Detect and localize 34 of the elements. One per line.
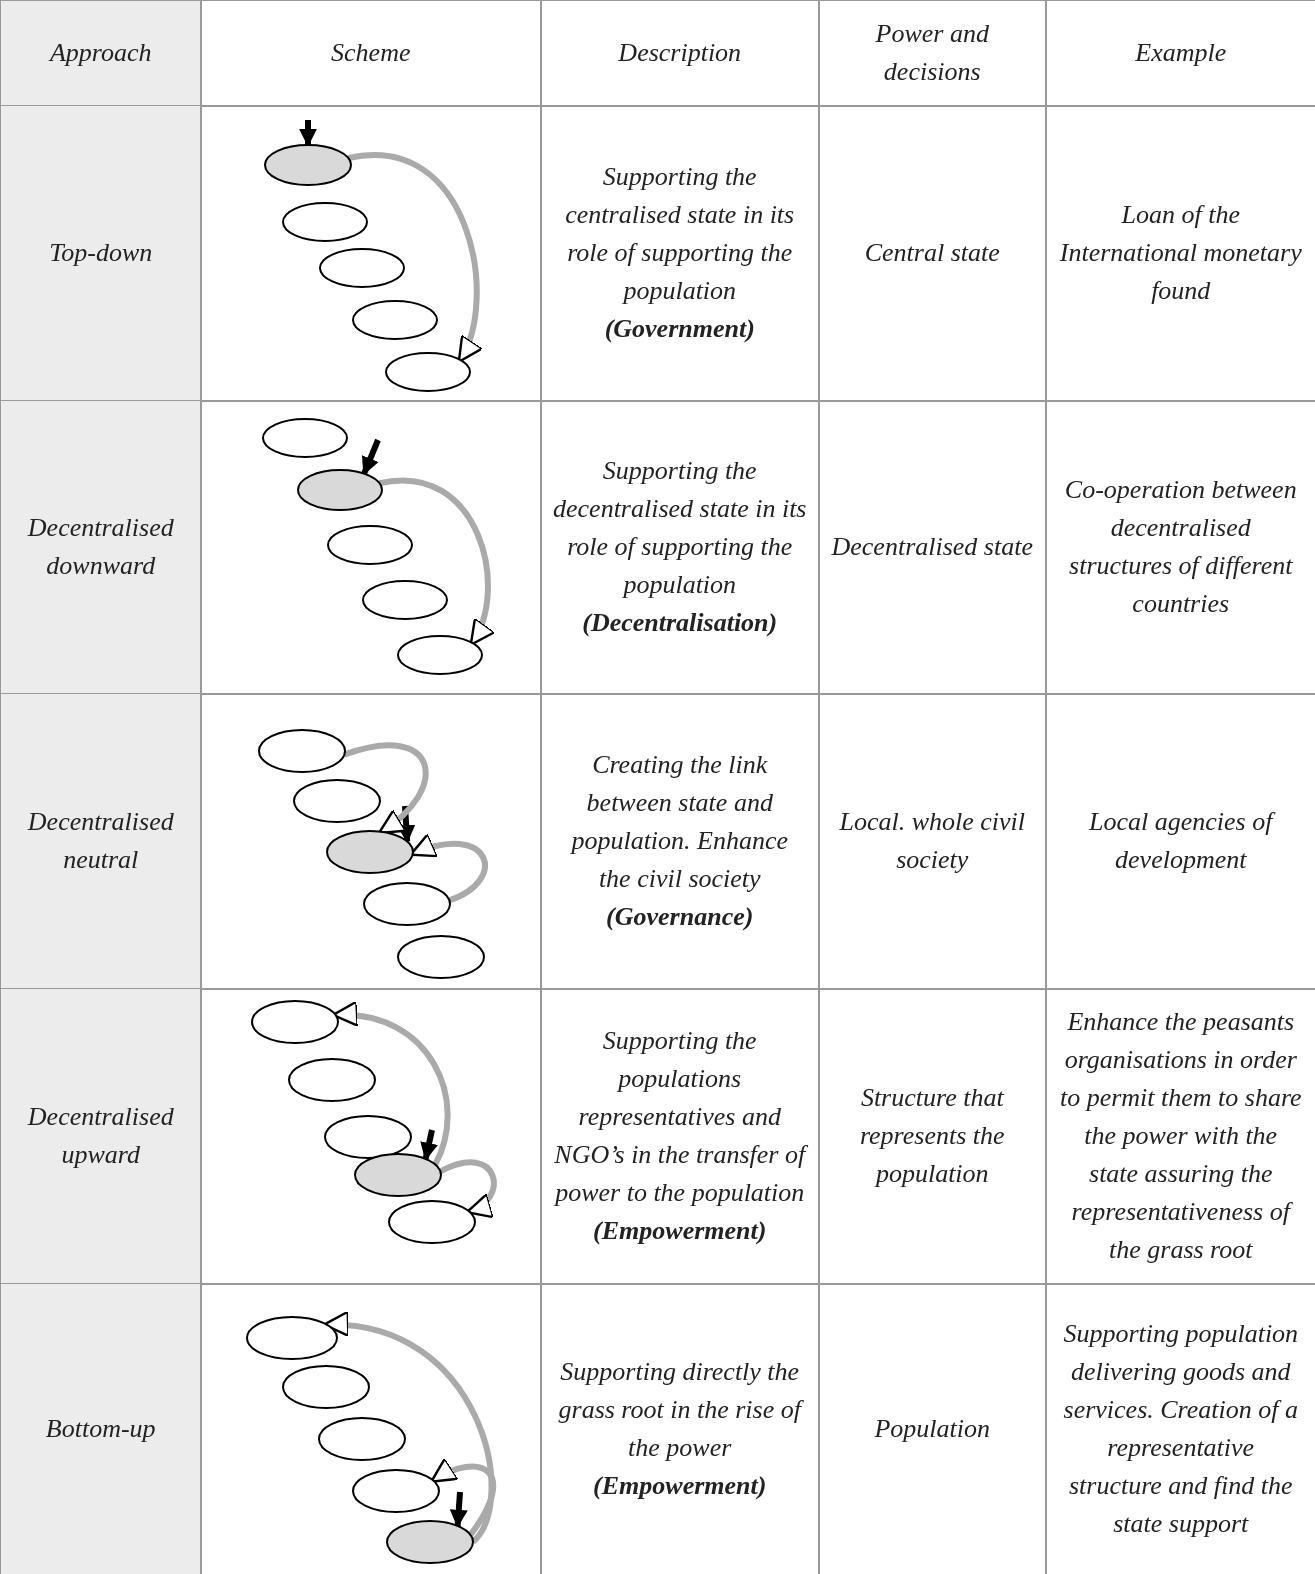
column-header: Approach	[49, 37, 152, 70]
curved-arrow	[379, 477, 495, 647]
column-header: Description	[618, 37, 742, 70]
curved-arrow	[322, 1312, 495, 1544]
description-text: Supporting the populations representatives and NGO’s in the transfer of power to the population (Empowerment)	[553, 1025, 807, 1248]
row-header: Decentralised upward	[26, 1101, 175, 1172]
power-text: Central state	[864, 237, 1000, 270]
power-text: Structure that represents the population	[858, 1082, 1006, 1191]
column-header: Scheme	[331, 37, 411, 70]
description-text: Creating the link between state and population. Enhance the civil society (Governance)	[569, 749, 790, 934]
power-text: Decentralised state	[831, 531, 1033, 564]
curved-arrow	[429, 1458, 497, 1537]
row-header: Decentralised downward	[26, 512, 175, 583]
column-header: Power and decisions	[874, 18, 990, 89]
example-text: Supporting population delivering goods and services. Creation of a representative structure and find the state support	[1062, 1318, 1300, 1541]
power-text: Local. whole civil society	[838, 806, 1027, 877]
input-arrow	[420, 1129, 438, 1161]
description-text: Supporting the centralised state in its role of supporting the population (Government)	[564, 161, 796, 346]
curved-arrow	[439, 1159, 497, 1216]
input-arrow	[449, 1491, 468, 1528]
row-header: Bottom-up	[45, 1413, 156, 1446]
description-text: Supporting directly the grass root in the rise of the power (Empowerment)	[553, 1353, 807, 1506]
example-text: Enhance the peasants organisations in order to permit them to share the power with the state assuring the representativeness of the grass root	[1058, 1006, 1303, 1267]
column-header: Example	[1135, 37, 1227, 70]
input-arrow	[361, 438, 381, 476]
example-text: Loan of the International monetary found	[1058, 199, 1303, 308]
curved-arrow	[343, 742, 429, 835]
example-text: Local agencies of development	[1058, 803, 1304, 880]
power-text: Population	[874, 1413, 991, 1446]
description-text: Supporting the decentralised state in its role of supporting the population (Decentralisation)	[553, 455, 807, 640]
row-header: Decentralised neutral	[26, 806, 175, 877]
row-header: Top-down	[49, 237, 153, 270]
example-text: Co-operation between decentralised structures of different countries	[1063, 474, 1298, 621]
input-arrow	[299, 120, 317, 147]
